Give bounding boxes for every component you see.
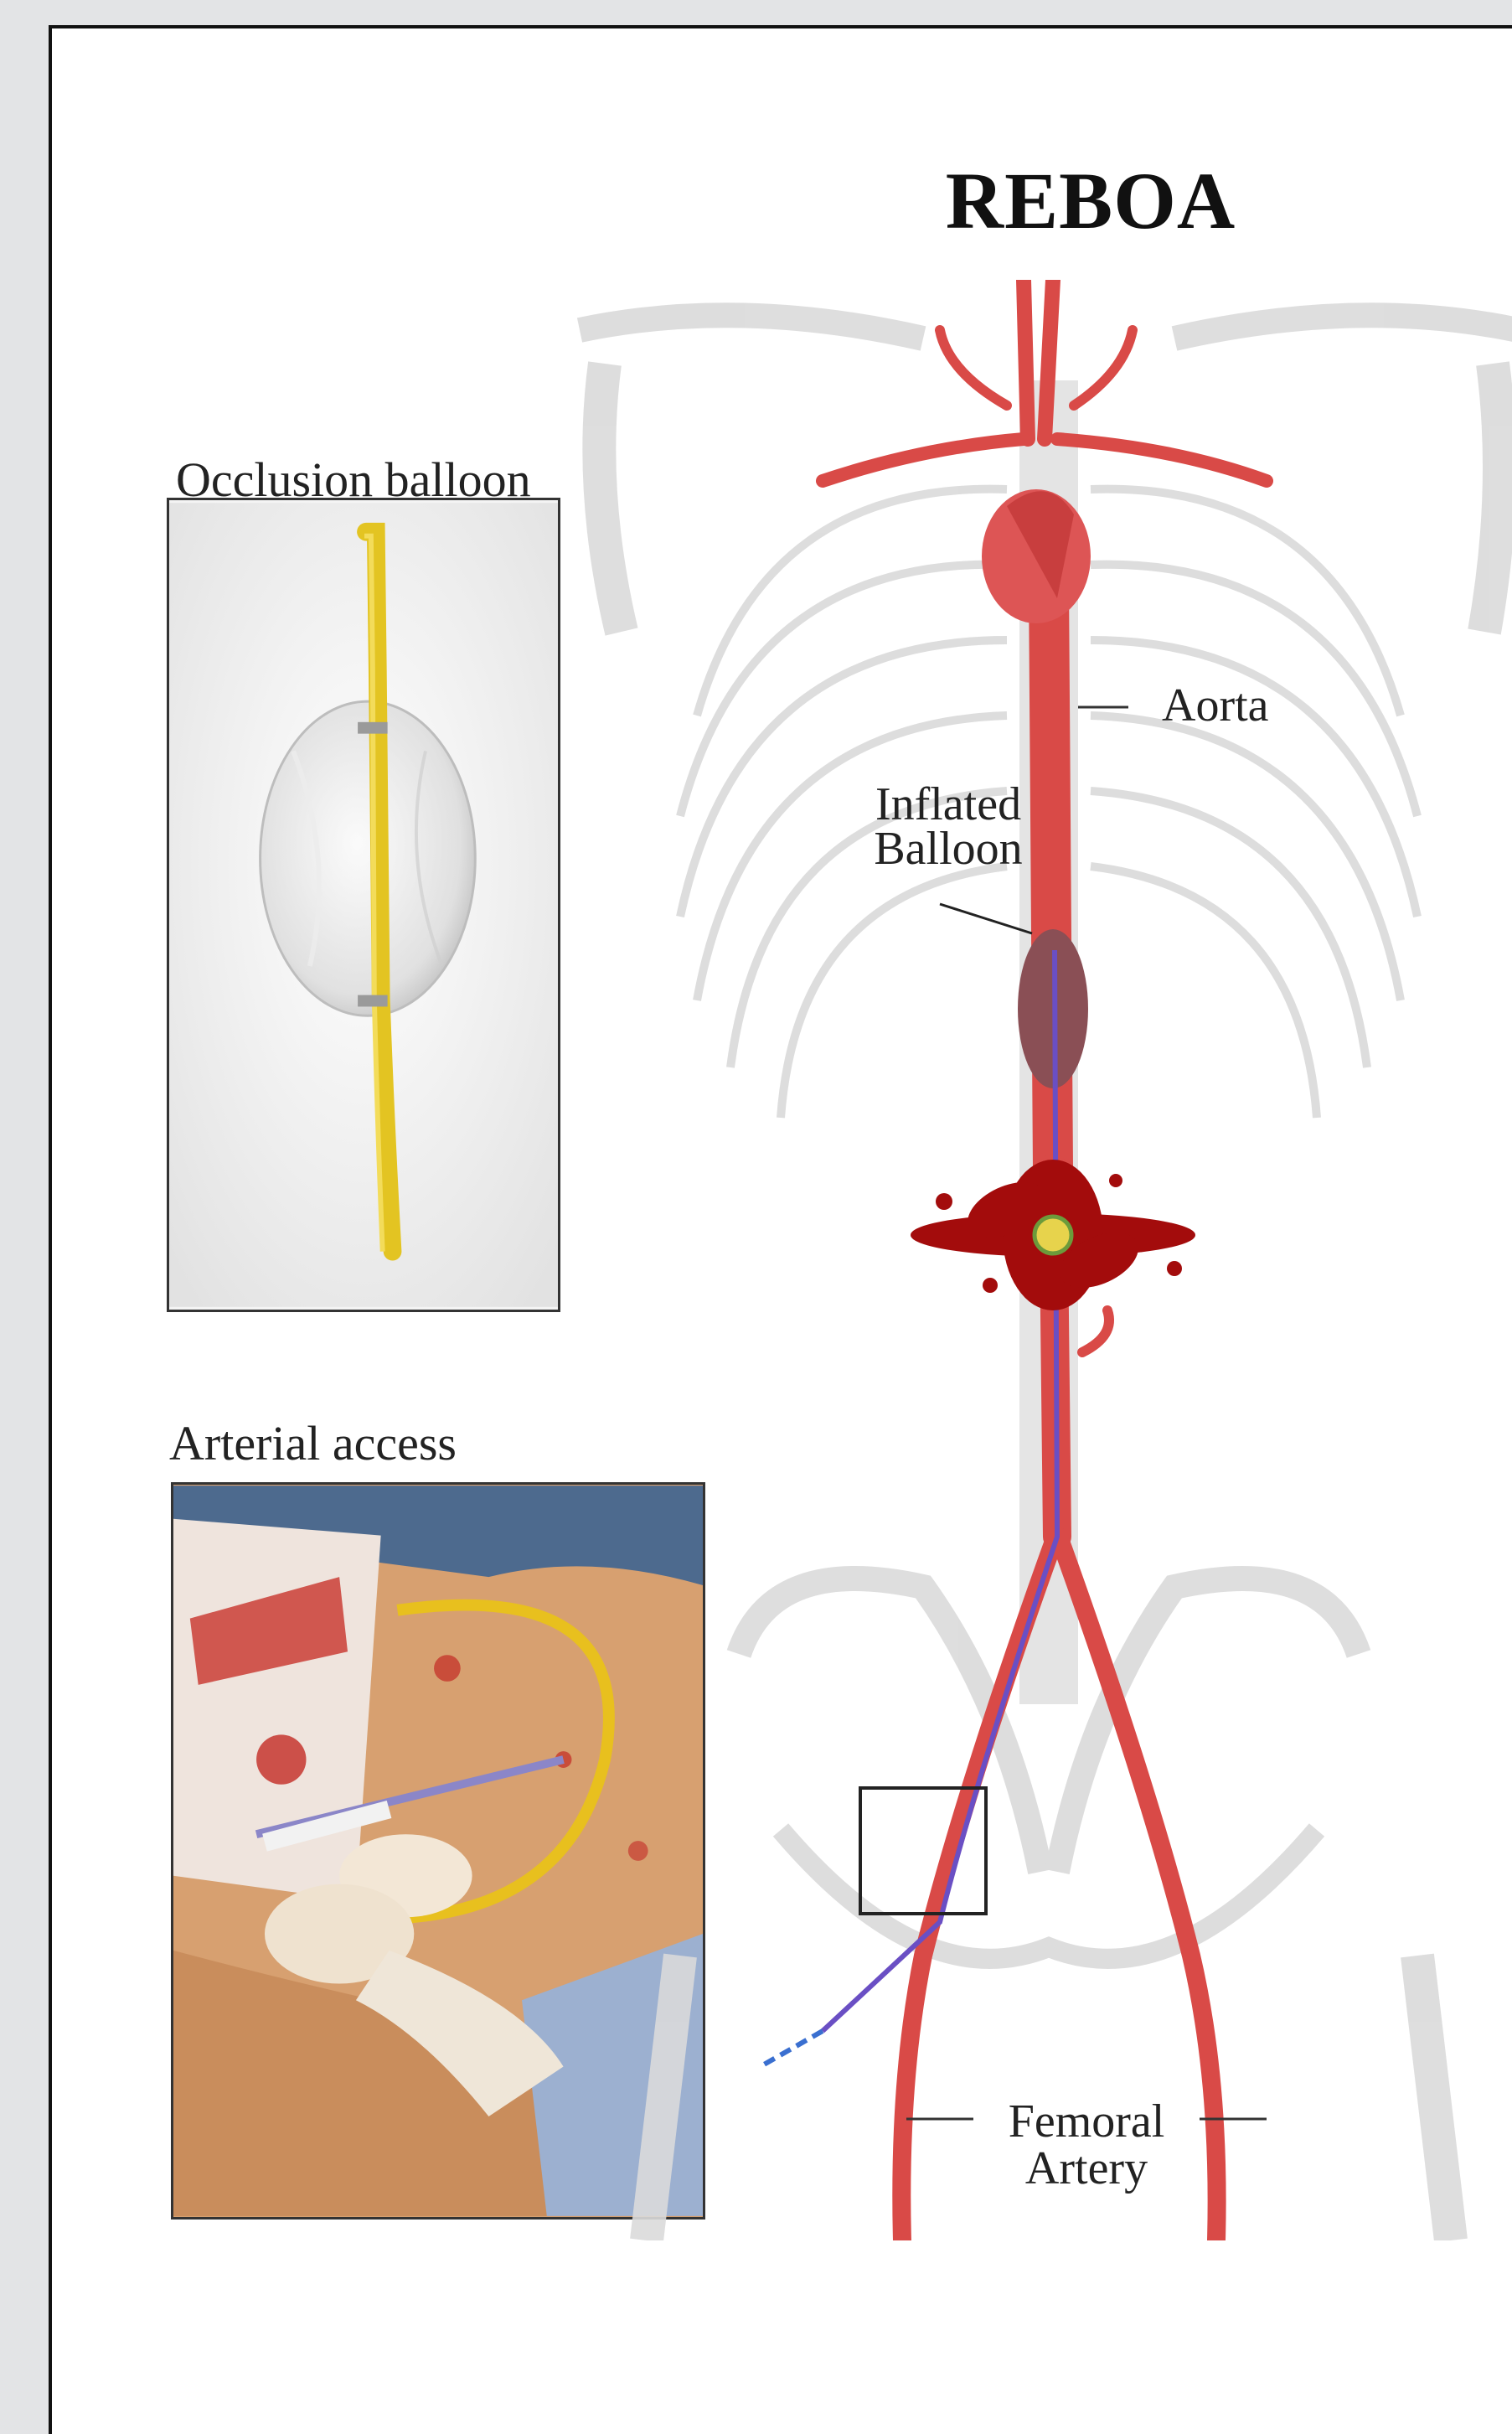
femoral-artery-label: Femoral Artery bbox=[961, 2098, 1212, 2192]
anatomy-illustration bbox=[571, 280, 1512, 2240]
arterial-access-caption: Arterial access bbox=[169, 1415, 457, 1471]
figure-title: REBOA bbox=[890, 154, 1292, 247]
catheter-external bbox=[764, 2031, 823, 2065]
bleeding-site-marker bbox=[1035, 1217, 1071, 1253]
occlusion-balloon-image bbox=[169, 500, 558, 1310]
aorta-label: Aorta bbox=[1162, 682, 1269, 729]
heart bbox=[982, 489, 1091, 623]
inflated-balloon-label: Inflated Balloon bbox=[823, 783, 1074, 871]
occlusion-balloon-photo bbox=[167, 498, 560, 1312]
balloon-leader bbox=[940, 904, 1032, 933]
femoral-artery-label-line2: Artery bbox=[1025, 2142, 1148, 2194]
figure-frame: REBOA Occlusion balloon bbox=[49, 25, 1512, 2434]
femoral-artery-label-line1: Femoral bbox=[1009, 2096, 1165, 2147]
inflated-balloon-label-line2: Balloon bbox=[874, 823, 1022, 875]
